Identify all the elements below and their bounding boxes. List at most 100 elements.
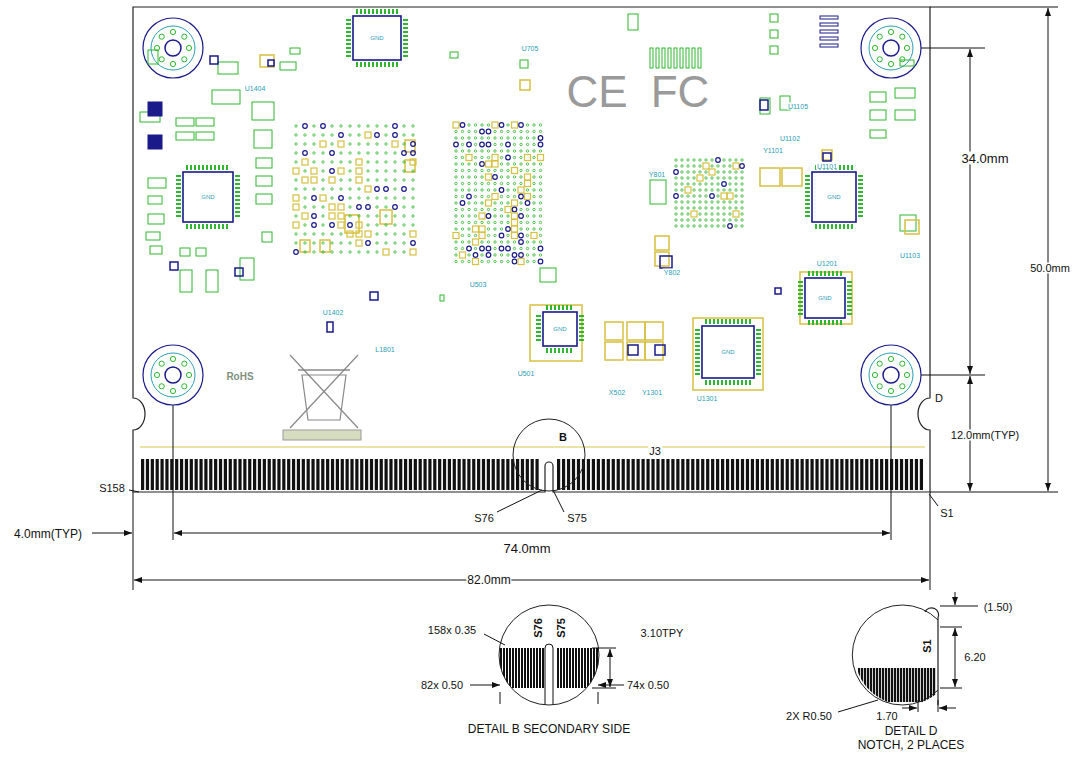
dimension-line [902, 708, 917, 709]
dimension-text: 1.70 [875, 711, 898, 722]
via [357, 205, 362, 210]
bga-ball [513, 182, 515, 184]
bga-ball [474, 156, 476, 158]
edge-finger [909, 668, 911, 702]
ic-pad [218, 224, 220, 229]
via-pad [410, 231, 416, 237]
ic-pad [709, 380, 711, 385]
ic-pad [403, 31, 408, 33]
ic-pad [214, 224, 216, 229]
bga-ball [487, 124, 489, 126]
ic-pad [235, 211, 240, 213]
bga-ball [520, 169, 522, 171]
bga-ball [533, 182, 535, 184]
bga-ball [474, 247, 476, 249]
via [888, 356, 893, 361]
edge-finger [597, 459, 600, 490]
via [467, 142, 472, 147]
ic-pad [566, 348, 568, 353]
bga-ball [403, 134, 405, 136]
bga-ball [394, 215, 396, 217]
ic-pad [847, 281, 852, 283]
edge-finger [681, 459, 684, 490]
detail-title: NOTCH, 2 PLACES [857, 739, 966, 751]
ic-pad [819, 224, 821, 229]
via [159, 57, 164, 62]
dimension-line [470, 685, 500, 686]
edge-finger [462, 459, 465, 490]
bga-ball [340, 152, 342, 154]
bga-ball [455, 137, 457, 139]
edge-finger [602, 459, 605, 490]
via [716, 158, 721, 163]
via [538, 259, 543, 264]
via-pad [518, 187, 524, 193]
bga-ball [385, 125, 387, 127]
component-pad [650, 180, 666, 204]
weee-symbol [298, 369, 350, 371]
bga-ball [717, 201, 719, 203]
pad-label: GND [826, 194, 841, 200]
bga-ball [461, 163, 463, 165]
bga-ball [455, 169, 457, 171]
edge-finger [746, 459, 749, 490]
bga-ball [474, 202, 476, 204]
bga-ball [500, 156, 502, 158]
bga-ball [513, 130, 515, 132]
bga-ball [455, 182, 457, 184]
via-pad [505, 207, 511, 213]
ic-pad [805, 195, 810, 197]
component-pad [206, 270, 218, 292]
bga-ball [520, 221, 522, 223]
edge-finger [229, 459, 232, 490]
bga-ball [675, 213, 677, 215]
component-pad [820, 30, 838, 33]
ic-pad [579, 319, 584, 321]
via [460, 123, 465, 128]
edge-finger [751, 459, 754, 490]
bga-ball [474, 208, 476, 210]
bga-ball [461, 208, 463, 210]
via [486, 253, 491, 258]
via-pad [479, 213, 485, 219]
via [519, 194, 524, 199]
edge-finger [661, 459, 664, 490]
ic-pad [579, 323, 584, 325]
bga-ball [533, 124, 535, 126]
bga-ball [412, 206, 414, 208]
edge-finger [894, 668, 896, 702]
via [486, 142, 491, 147]
via-pad [473, 226, 479, 232]
ic-pad [756, 369, 761, 371]
bga-ball [455, 221, 457, 223]
dimension-text: 74.0mm [503, 542, 552, 555]
ic-pad [858, 191, 863, 193]
bga-ball [331, 197, 333, 199]
bga-ball [349, 170, 351, 172]
bga-ball [526, 137, 528, 139]
bga-ball [526, 241, 528, 243]
component-body [823, 153, 831, 161]
dimension-line [939, 708, 956, 709]
component-pad [770, 46, 778, 54]
component-body [268, 60, 274, 66]
edge-finger [385, 459, 388, 490]
component-pad [148, 50, 158, 64]
ic-pad [858, 195, 863, 197]
pad-label: GND [552, 326, 567, 332]
component-pad [450, 52, 458, 58]
dimension-line [92, 533, 132, 534]
via-pad [525, 155, 531, 161]
ic-pad [579, 331, 584, 333]
bga-ball [723, 189, 725, 191]
edge-finger [472, 459, 475, 490]
bga-ball [500, 228, 502, 230]
edge-finger [526, 459, 529, 490]
mounting-hole [861, 345, 921, 405]
via [512, 253, 517, 258]
bga-ball [376, 215, 378, 217]
ic-pad [695, 373, 700, 375]
ic-pad [546, 305, 548, 310]
ic-pad [805, 175, 810, 177]
ic-pad [190, 224, 192, 229]
